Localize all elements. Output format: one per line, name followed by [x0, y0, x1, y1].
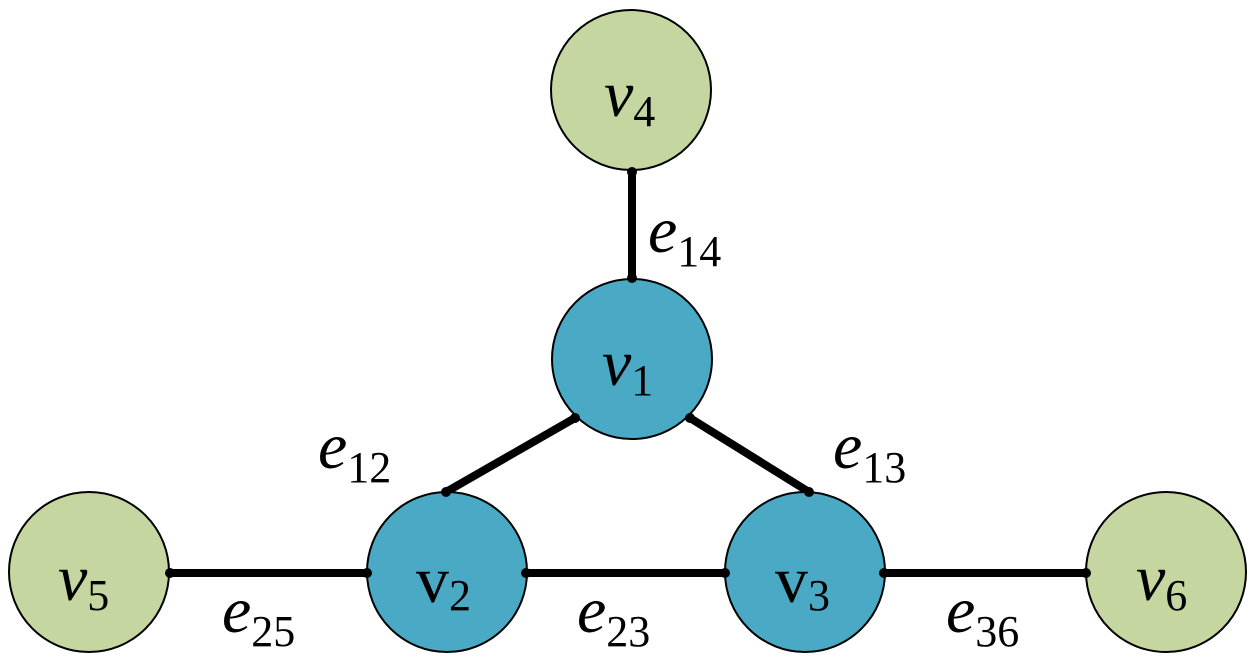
edge-label-e36: e36: [946, 574, 1019, 656]
edge-e13: [687, 414, 812, 496]
node-label-v1: v1: [602, 327, 653, 405]
edge-label-e25: e25: [222, 574, 295, 656]
edge-label-e13: e13: [833, 410, 906, 492]
node-label-v4: v4: [604, 58, 655, 136]
node-label-v3: v3: [775, 544, 830, 620]
node-label-v2: v2: [416, 544, 471, 620]
edge-endpoints: [165, 167, 1091, 578]
edge-label-e12: e12: [318, 410, 391, 492]
node-label-v5: v5: [58, 542, 109, 620]
node-label-v6: v6: [1136, 542, 1187, 620]
edge-label-e14: e14: [648, 194, 721, 276]
edge-label-e23: e23: [577, 574, 650, 656]
edge-e12: [444, 414, 577, 496]
